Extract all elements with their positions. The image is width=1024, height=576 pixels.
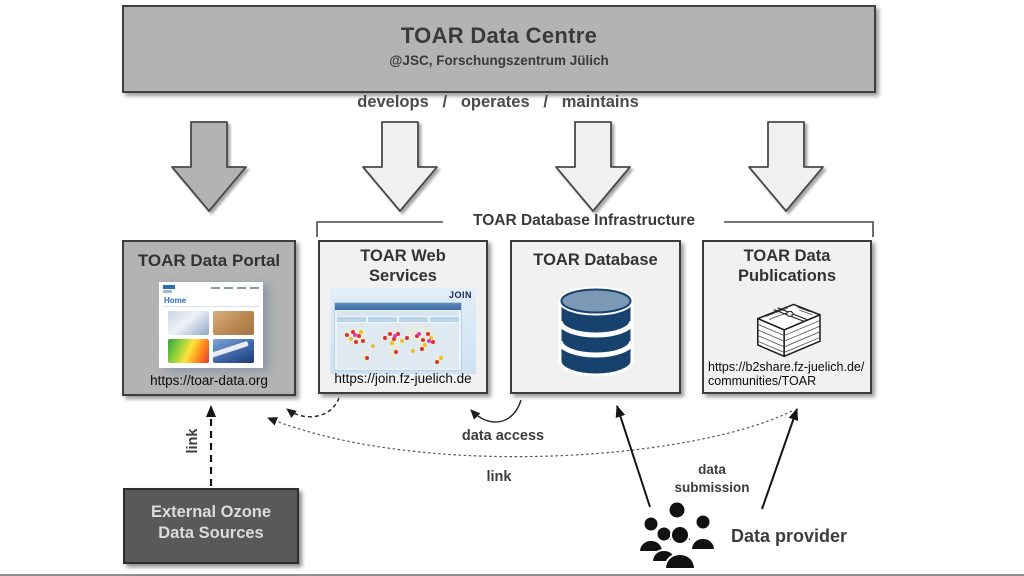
publications-url-line1: https://b2share.fz-juelich.de/ bbox=[708, 359, 865, 374]
data-submission-arrow-database bbox=[615, 405, 651, 508]
publications-title: TOAR Data Publications bbox=[737, 247, 837, 285]
portal-divider bbox=[163, 306, 259, 307]
external-sources-box: External Ozone Data Sources bbox=[123, 488, 299, 564]
portal-logo-icon bbox=[163, 285, 177, 294]
airplane-wing-image bbox=[213, 339, 254, 363]
data-submission-line2: submission bbox=[674, 479, 750, 495]
join-page bbox=[334, 302, 462, 371]
infrastructure-label: TOAR Database Infrastructure bbox=[473, 212, 695, 229]
block-arrow-database bbox=[555, 121, 631, 212]
data-access-arc bbox=[470, 399, 522, 423]
data-access-label: data access bbox=[461, 428, 545, 444]
portal-home-heading: Home bbox=[164, 296, 187, 305]
centre-subtitle: @JSC, Forschungszentrum Jülich bbox=[389, 53, 609, 68]
block-arrow-web-services bbox=[362, 121, 438, 212]
data-submission-label: data submission bbox=[656, 461, 768, 496]
external-sources-line1: External Ozone bbox=[150, 503, 272, 521]
join-filter-row bbox=[337, 311, 459, 316]
centre-title: TOAR Data Centre bbox=[400, 23, 598, 48]
publications-url: https://b2share.fz-juelich.de/ communiti… bbox=[708, 360, 864, 390]
clouds-image bbox=[168, 311, 209, 335]
join-header-bar bbox=[335, 303, 461, 310]
join-filter-buttons bbox=[337, 317, 459, 322]
web-services-box: TOAR Web Services JOIN bbox=[318, 240, 488, 394]
join-website-thumbnail: JOIN bbox=[330, 288, 476, 374]
portal-image-grid bbox=[168, 311, 254, 363]
heatmap-image bbox=[168, 339, 209, 363]
portal-navbar bbox=[211, 287, 259, 289]
link-label-bottom: link bbox=[486, 469, 512, 485]
publications-url-line2: communities/TOAR bbox=[708, 374, 817, 389]
portal-url: https://toar-data.org bbox=[150, 373, 268, 388]
web-services-url: https://join.fz-juelich.de bbox=[334, 371, 472, 386]
block-arrows bbox=[171, 121, 824, 212]
block-arrow-publications bbox=[748, 121, 824, 212]
world-map-stations bbox=[337, 323, 459, 369]
database-title: TOAR Database bbox=[533, 251, 658, 269]
portal-website-thumbnail: Home bbox=[159, 282, 263, 368]
web-services-title: TOAR Web Services bbox=[360, 247, 446, 285]
data-submission-line1: data bbox=[698, 462, 726, 477]
join-logo: JOIN bbox=[448, 290, 472, 300]
newspaper-stack-icon bbox=[757, 303, 821, 357]
database-cylinder-icon bbox=[557, 286, 634, 377]
people-group-icon bbox=[637, 500, 717, 570]
data-provider-label: Data provider bbox=[731, 526, 848, 546]
slide-bottom-edge bbox=[0, 574, 1024, 576]
link-arc-webservices-to-portal bbox=[286, 397, 340, 419]
external-sources-line2: Data Sources bbox=[158, 524, 264, 543]
portal-title: TOAR Data Portal bbox=[137, 251, 281, 270]
database-box: TOAR Database bbox=[510, 240, 681, 394]
block-arrow-portal bbox=[171, 121, 247, 212]
portal-box: TOAR Data Portal Home https://toar-data.… bbox=[122, 240, 296, 396]
link-label-vertical: link bbox=[185, 428, 201, 454]
publications-box: TOAR Data Publications https://b2share.f… bbox=[702, 240, 872, 394]
desert-image bbox=[213, 311, 254, 335]
roles-caption: develops / operates / maintains bbox=[357, 93, 639, 111]
toar-data-centre-box: TOAR Data Centre @JSC, Forschungszentrum… bbox=[122, 5, 876, 93]
